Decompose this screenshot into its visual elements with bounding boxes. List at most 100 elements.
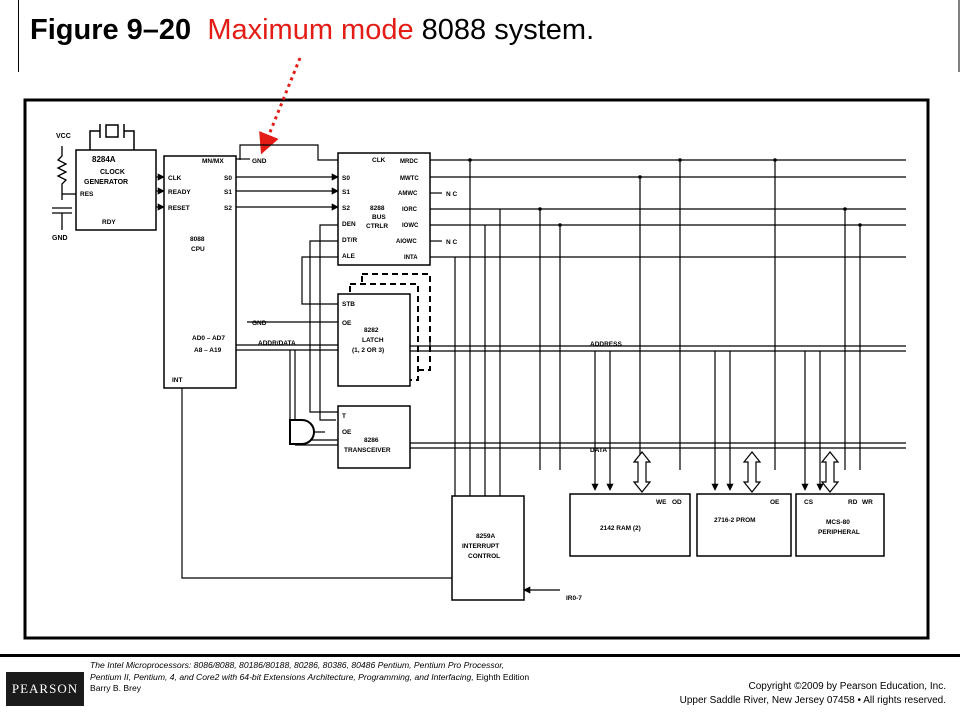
vcc-label: VCC xyxy=(56,133,71,140)
pic-name: 8259A xyxy=(476,533,495,540)
data-bus xyxy=(410,442,906,449)
book-edition: Eighth Edition xyxy=(476,671,530,682)
addr-data-label: ADDR/DATA xyxy=(258,340,296,347)
peripheral-name: MCS-80 xyxy=(826,519,850,526)
cpu-s2: S2 xyxy=(224,205,232,212)
clock-chip-desc2: GENERATOR xyxy=(84,179,128,186)
clock-generator-chip xyxy=(75,149,157,231)
xcvr-oe: OE xyxy=(342,429,352,436)
cpu-chip xyxy=(163,155,237,389)
book-title: 8086/8088, 80186/80188, 80286, 80386, 80… xyxy=(90,660,505,682)
prom-name: 2716-2 PROM xyxy=(714,517,756,524)
bc-out-inta: INTA xyxy=(404,255,418,261)
xcvr-t: T xyxy=(342,413,346,420)
pearson-logo: PEARSON xyxy=(6,672,84,706)
xcvr-desc: TRANSCEIVER xyxy=(344,447,391,454)
prom-block xyxy=(696,493,792,557)
bc-out-aiowc: AIOWC xyxy=(396,239,417,245)
cpu-mnmx: MN/MX xyxy=(202,158,224,165)
ram-block xyxy=(569,493,691,557)
book-author: Barry B. Brey xyxy=(90,683,142,694)
peripheral-rd: RD xyxy=(848,499,858,506)
nc-2: N C xyxy=(446,239,458,246)
data-label: DATA xyxy=(590,447,607,454)
latch-stb: STB xyxy=(342,301,355,308)
clock-chip-rdy: RDY xyxy=(102,219,116,226)
cpu-desc: CPU xyxy=(191,246,205,253)
bc-s2: S2 xyxy=(342,205,350,212)
xcvr-name: 8286 xyxy=(364,437,379,444)
bc-desc2: CTRLR xyxy=(366,223,388,230)
copyright-block: Copyright ©2009 by Pearson Education, In… xyxy=(586,680,946,708)
interrupt-controller-chip xyxy=(451,495,525,601)
copyright-line-2: Upper Saddle River, New Jersey 07458 • A… xyxy=(679,695,946,706)
latch-desc2: (1, 2 OR 3) xyxy=(352,347,384,354)
peripheral-wr: WR xyxy=(862,499,873,506)
bc-out-iowc: IOWC xyxy=(402,223,419,229)
title-frame xyxy=(18,0,960,72)
cpu-s0: S0 xyxy=(224,175,232,182)
ram-we: WE xyxy=(656,499,667,506)
clock-chip-name: 8284A xyxy=(92,155,116,164)
slide-title: Figure 9–20 Maximum mode 8088 system. xyxy=(30,14,594,47)
pointer-arrow xyxy=(259,57,302,155)
pic-desc1: INTERRUPT xyxy=(462,543,499,550)
bc-out-mrdc: MRDC xyxy=(400,159,419,165)
book-prefix: The Intel Microprocessors: xyxy=(90,660,192,670)
bc-dtr: DT/R xyxy=(342,237,357,244)
gnd-label-left: GND xyxy=(52,235,68,242)
bc-out-iorc: IORC xyxy=(402,207,418,213)
pic-desc2: CONTROL xyxy=(468,553,500,560)
ram-od: OD xyxy=(672,499,682,506)
bus-controller-chip xyxy=(337,152,431,266)
bc-clk: CLK xyxy=(372,157,386,164)
footer-rule xyxy=(0,654,960,657)
cpu-ad: AD0 – AD7 xyxy=(192,335,225,342)
title-rest: 8088 system. xyxy=(421,14,595,46)
cpu-ready: READY xyxy=(168,189,191,196)
cpu-s1: S1 xyxy=(224,189,232,196)
figure-number: Figure 9–20 xyxy=(30,14,192,46)
clock-chip-desc1: CLOCK xyxy=(100,169,125,176)
latch-gnd: GND xyxy=(252,320,267,327)
bc-out-amwc: AMWC xyxy=(398,191,418,197)
bc-s0: S0 xyxy=(342,175,350,182)
address-bus xyxy=(410,340,906,352)
crystal xyxy=(89,124,135,150)
and-gate xyxy=(289,419,325,445)
bc-desc1: BUS xyxy=(372,214,386,221)
bc-s1: S1 xyxy=(342,189,350,196)
peripheral-cs: CS xyxy=(804,499,814,506)
cpu-reset: RESET xyxy=(168,205,190,212)
latch-oe: OE xyxy=(342,320,352,327)
book-credits: The Intel Microprocessors: 8086/8088, 80… xyxy=(90,660,530,695)
mnmx-gnd: GND xyxy=(252,158,267,165)
circuit-diagram: VCC GND 8284A CLOCK GENERATOR RES RDY CL… xyxy=(23,57,930,640)
title-highlight: Maximum mode xyxy=(207,14,414,46)
clock-chip-res: RES xyxy=(80,191,94,198)
control-bus xyxy=(430,159,906,258)
prom-oe: OE xyxy=(770,499,780,506)
ram-name: 2142 RAM (2) xyxy=(600,525,641,532)
irq-label: IR0-7 xyxy=(566,595,582,602)
latch-name: 8282 xyxy=(364,327,379,334)
title-bar: Figure 9–20 Maximum mode 8088 system. xyxy=(18,0,960,72)
cpu-int: INT xyxy=(172,377,183,384)
bc-ale: ALE xyxy=(342,253,356,260)
cpu-name: 8088 xyxy=(190,236,205,243)
addr-data-bus xyxy=(236,344,338,446)
cpu-a: A8 – A19 xyxy=(194,347,222,354)
peripheral-desc: PERIPHERAL xyxy=(818,529,860,536)
nc-1: N C xyxy=(446,191,458,198)
peripheral-block xyxy=(795,493,885,557)
bc-name: 8288 xyxy=(370,205,385,212)
cpu-clk: CLK xyxy=(168,175,182,182)
copyright-line-1: Copyright ©2009 by Pearson Education, In… xyxy=(748,681,947,692)
address-label: ADDRESS xyxy=(590,341,622,348)
latch-chip xyxy=(337,293,411,387)
diagram-frame xyxy=(23,98,930,640)
bc-den: DEN xyxy=(342,221,356,228)
transceiver-chip xyxy=(337,405,411,469)
bc-out-mwtc: MWTC xyxy=(400,176,419,182)
power-circuit xyxy=(52,146,76,230)
